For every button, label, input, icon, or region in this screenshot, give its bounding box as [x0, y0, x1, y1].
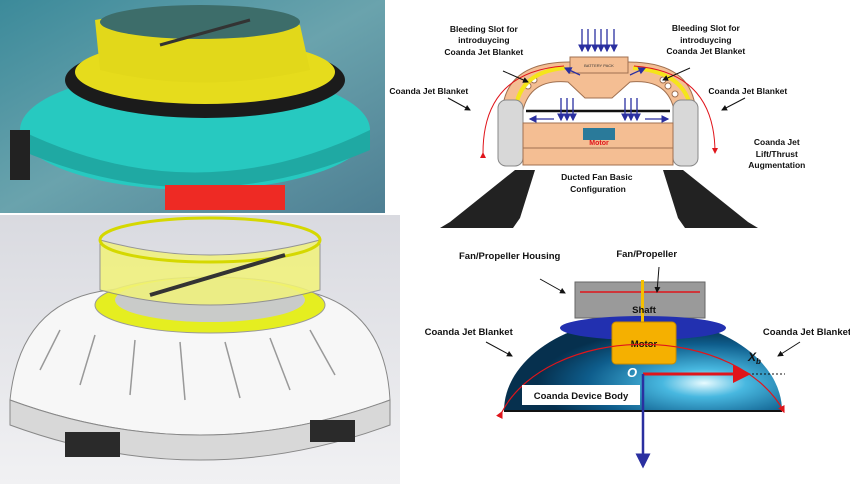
coanda-device-diagram: Motor Shaft Coanda Device Body O Xb Fan/… [425, 249, 850, 469]
coanda-right-label: Coanda Jet Blanket [708, 86, 787, 96]
battery-pack [569, 56, 629, 74]
motor-label-top: Motor [589, 140, 609, 147]
coanda-right-label-bottom: Coanda Jet Blanket [763, 327, 850, 338]
bleeding-slot-left-label: Coanda Jet Blanket [444, 47, 523, 57]
ducted-fan-diagram: BATTERY PACK Motor Bleeding Slot for int… [389, 23, 807, 228]
bleeding-slot-right-label: Bleeding Slot for [672, 23, 741, 33]
photo-teal-prototype [0, 0, 385, 213]
svg-text:Fan/Propeller Housing Fa: Fan/Propeller Housing Fan/Propeller Coan… [425, 249, 850, 338]
bleeding-slot-right-label: introduycing [680, 35, 731, 45]
augmentation-label: Lift/Thrust [756, 149, 798, 159]
ducted-fan-caption: Configuration [570, 184, 626, 194]
battery-label: BATTERY PACK [584, 63, 614, 68]
bleeding-slot-right-label: Coanda Jet Blanket [666, 46, 745, 56]
coanda-left-label-bottom: Coanda Jet Blanket [425, 327, 514, 338]
render-grey-prototype [0, 215, 400, 484]
bleeding-slot-left-label: Bleeding Slot for [450, 24, 519, 34]
bleeding-slot-left-label: introduycing [458, 35, 509, 45]
device-body-label: Coanda Device Body [534, 391, 629, 402]
augmentation-label: Coanda Jet [754, 137, 800, 147]
propeller-label: Fan/Propeller [616, 249, 677, 260]
shaft-label: Shaft [632, 305, 657, 316]
ducted-fan-caption: Ducted Fan Basic [561, 172, 633, 182]
svg-text:Bleeding Slot for introd: Bleeding Slot for introduycing Coanda Je… [389, 23, 807, 194]
origin-label: O [627, 365, 637, 380]
housing-label: Fan/Propeller Housing [459, 251, 561, 262]
coanda-left-label: Coanda Jet Blanket [389, 86, 468, 96]
xb-axis-label: Xb [747, 350, 761, 366]
augmentation-label: Augmentation [748, 160, 805, 170]
